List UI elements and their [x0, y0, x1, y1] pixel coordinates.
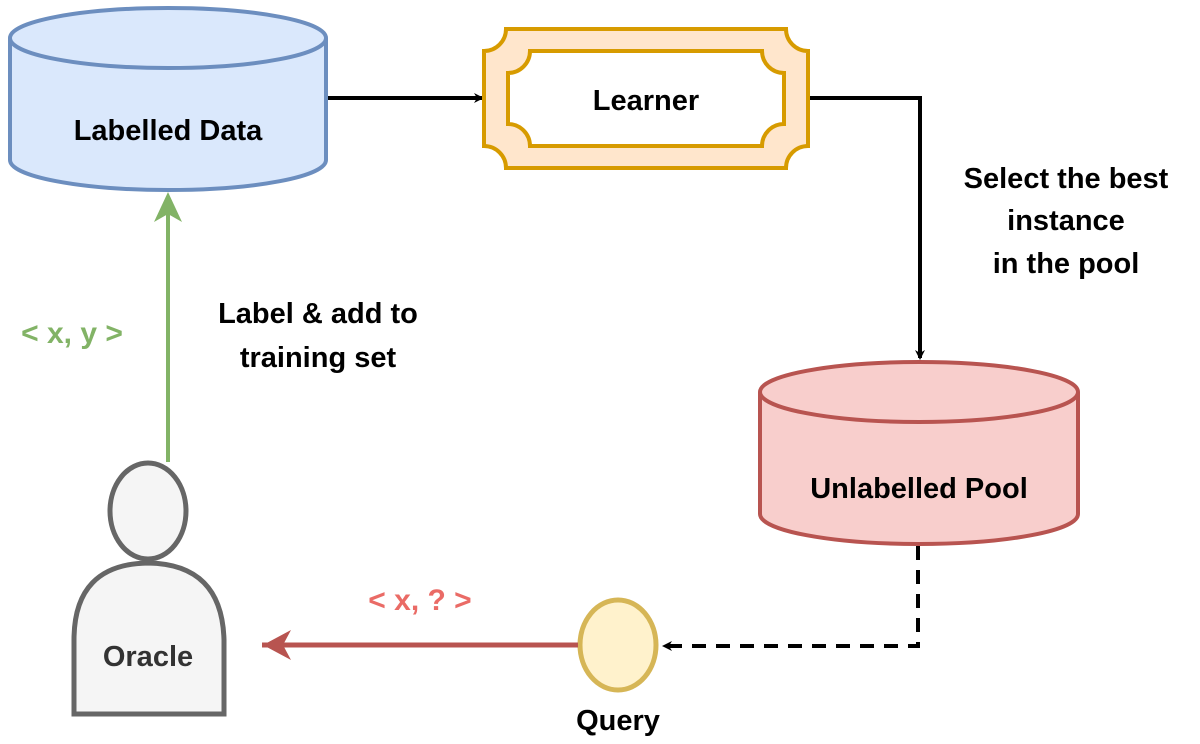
- select-label-line3: in the pool: [993, 248, 1140, 280]
- query-pair-label: < x, ? >: [368, 584, 471, 617]
- learner-label: Learner: [593, 85, 699, 117]
- unlabelled-pool-label: Unlabelled Pool: [810, 473, 1028, 505]
- learner-node: Learner: [482, 27, 810, 170]
- select-label-line2: instance: [1007, 205, 1125, 237]
- edge-pool-to-query: [662, 546, 920, 651]
- arrowhead-oracle-to-labelled: [154, 192, 182, 222]
- label-add-line2: training set: [240, 342, 397, 374]
- labelled-data-node: Labelled Data: [8, 6, 328, 192]
- select-label-line1: Select the best: [964, 163, 1169, 195]
- labelled-data-label: Labelled Data: [74, 115, 263, 147]
- unlabelled-pool-node: Unlabelled Pool: [758, 360, 1080, 546]
- query-label: Query: [576, 705, 660, 737]
- oracle-node: Oracle: [71, 460, 227, 717]
- labelled-pair-label: < x, y >: [21, 317, 123, 350]
- arrowhead-query-to-oracle: [263, 630, 291, 660]
- label-add-line1: Label & add to: [218, 298, 418, 330]
- edge-learner-to-pool: [810, 96, 925, 360]
- oracle-label: Oracle: [103, 641, 193, 673]
- query-node: Query: [576, 597, 660, 737]
